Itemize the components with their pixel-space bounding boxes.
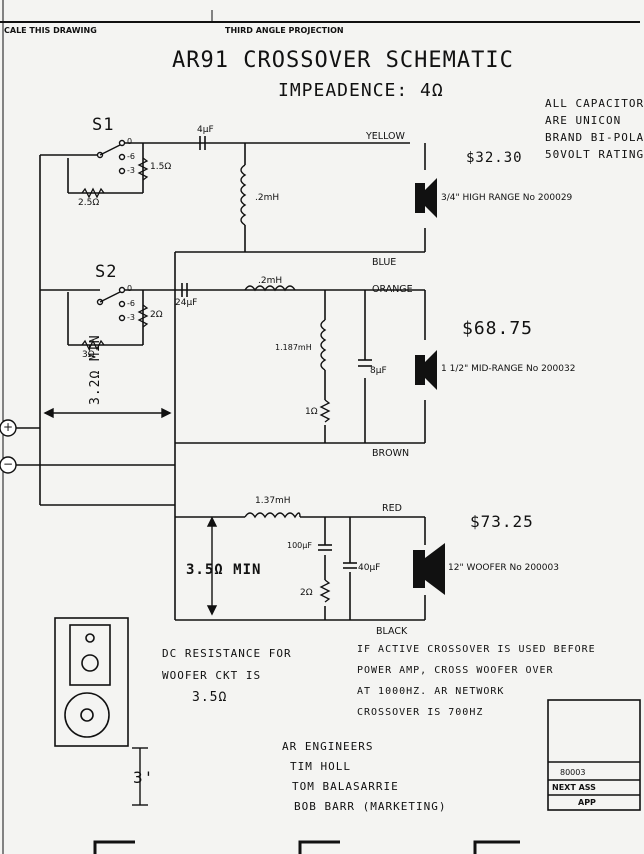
l-woofer-label: 1.37mH	[255, 496, 291, 506]
note-line: CROSSOVER IS 700HZ	[357, 707, 484, 718]
title-block-app: APP	[578, 798, 596, 807]
note-line: ALL CAPACITOR	[545, 97, 644, 110]
terminal-minus-label: −	[3, 457, 14, 471]
note-line: BRAND BI-POLA	[545, 131, 644, 144]
terminal-plus-label: +	[3, 420, 14, 434]
l-high-label: .2mH	[255, 193, 280, 203]
title-block-number: 80003	[560, 768, 586, 777]
note-line: WOOFER CKT IS	[162, 669, 262, 682]
r-mid-shunt-label: 1Ω	[305, 407, 318, 417]
note-line: 3.5Ω	[192, 690, 228, 705]
c-mid-label: 24µF	[175, 298, 198, 308]
note-line: AT 1000HZ. AR NETWORK	[357, 686, 505, 697]
wire-blue-label: BLUE	[372, 257, 397, 268]
engineer-name: TOM BALASARRIE	[292, 780, 399, 793]
engineer-name: BOB BARR (MARKETING)	[294, 800, 447, 813]
driver-high-label: 3/4" HIGH RANGE No 200029	[441, 193, 573, 203]
note-line: ARE UNICON	[545, 114, 622, 127]
circuit-wiring	[10, 142, 426, 621]
c-mid-shunt-label: 8µF	[370, 366, 387, 376]
price-high: $32.30	[466, 150, 523, 166]
engineer-name: TIM HOLL	[290, 760, 351, 773]
capacitor-symbols	[181, 136, 372, 569]
r-woofer-zobel-label: 2Ω	[300, 588, 313, 598]
capacitor-note: ALL CAPACITOR ARE UNICON BRAND BI-POLA 5…	[545, 95, 644, 163]
price-mid: $68.75	[462, 318, 534, 339]
input-min-dimension: 3.2Ω MIN	[88, 334, 103, 405]
woofer-min-dimension: 3.5Ω MIN	[186, 562, 262, 578]
s1-resistor-2-label: 2.5Ω	[78, 198, 100, 208]
inductor-symbols	[240, 164, 327, 519]
wire-yellow-label: YELLOW	[366, 131, 405, 142]
s1-pos-0: 0	[127, 137, 133, 146]
engineers-heading: AR ENGINEERS	[282, 740, 374, 753]
input-terminals	[0, 419, 17, 474]
wire-orange-label: ORANGE	[372, 284, 413, 295]
s1-pos-6: -6	[127, 152, 135, 161]
note-line: POWER AMP, CROSS WOOFER OVER	[357, 665, 554, 676]
s2-pos-0: 0	[127, 284, 133, 293]
switch-symbols	[96, 139, 126, 322]
driver-mid-label: 1 1/2" MID-RANGE No 200032	[441, 364, 576, 374]
scale-note: CALE THIS DRAWING	[4, 26, 97, 35]
page-title: AR91 CROSSOVER SCHEMATIC	[172, 48, 514, 73]
speaker-cabinet-sketch	[54, 617, 129, 747]
c-woofer-zobel-label: 100µF	[287, 541, 312, 550]
projection-label: THIRD ANGLE PROJECTION	[225, 26, 344, 35]
l-mid-series-label: .2mH	[258, 276, 283, 286]
wire-black-label: BLACK	[376, 626, 408, 637]
s1-resistor-1-label: 1.5Ω	[150, 162, 172, 172]
dimension-arrows	[43, 407, 218, 806]
switch-s2-label: S2	[95, 262, 118, 282]
s2-pos-3: -3	[127, 313, 135, 322]
wire-red-label: RED	[382, 503, 402, 514]
s2-resistor-1-label: 2Ω	[150, 310, 163, 320]
note-line: DC RESISTANCE FOR	[162, 647, 292, 660]
impedance-label: IMPEADENCE: 4Ω	[278, 80, 444, 101]
title-block	[547, 699, 641, 811]
active-crossover-note: IF ACTIVE CROSSOVER IS USED BEFORE POWER…	[357, 639, 596, 723]
title-block-next: NEXT ASS	[552, 783, 596, 792]
c-high-label: 4µF	[197, 125, 214, 135]
price-woofer: $73.25	[470, 512, 534, 531]
note-line: IF ACTIVE CROSSOVER IS USED BEFORE	[357, 644, 596, 655]
c-woofer-shunt-label: 40µF	[358, 563, 381, 573]
note-line: 50VOLT RATING	[545, 148, 644, 161]
s1-pos-3: -3	[127, 166, 135, 175]
driver-symbols	[413, 178, 445, 595]
resistor-symbols	[81, 157, 331, 603]
switch-s1-label: S1	[92, 115, 115, 135]
dc-resistance-note: DC RESISTANCE FOR WOOFER CKT IS 3.5Ω	[162, 643, 292, 709]
height-dimension: 3'	[133, 768, 155, 787]
s2-resistor-2-label: 3Ω	[82, 350, 95, 360]
l-mid-shunt-label: 1.187mH	[275, 343, 312, 352]
s2-pos-6: -6	[127, 299, 135, 308]
driver-woofer-label: 12" WOOFER No 200003	[448, 563, 559, 573]
wire-brown-label: BROWN	[372, 448, 410, 459]
engineers-credit: AR ENGINEERS TIM HOLL TOM BALASARRIE BOB…	[282, 737, 446, 817]
